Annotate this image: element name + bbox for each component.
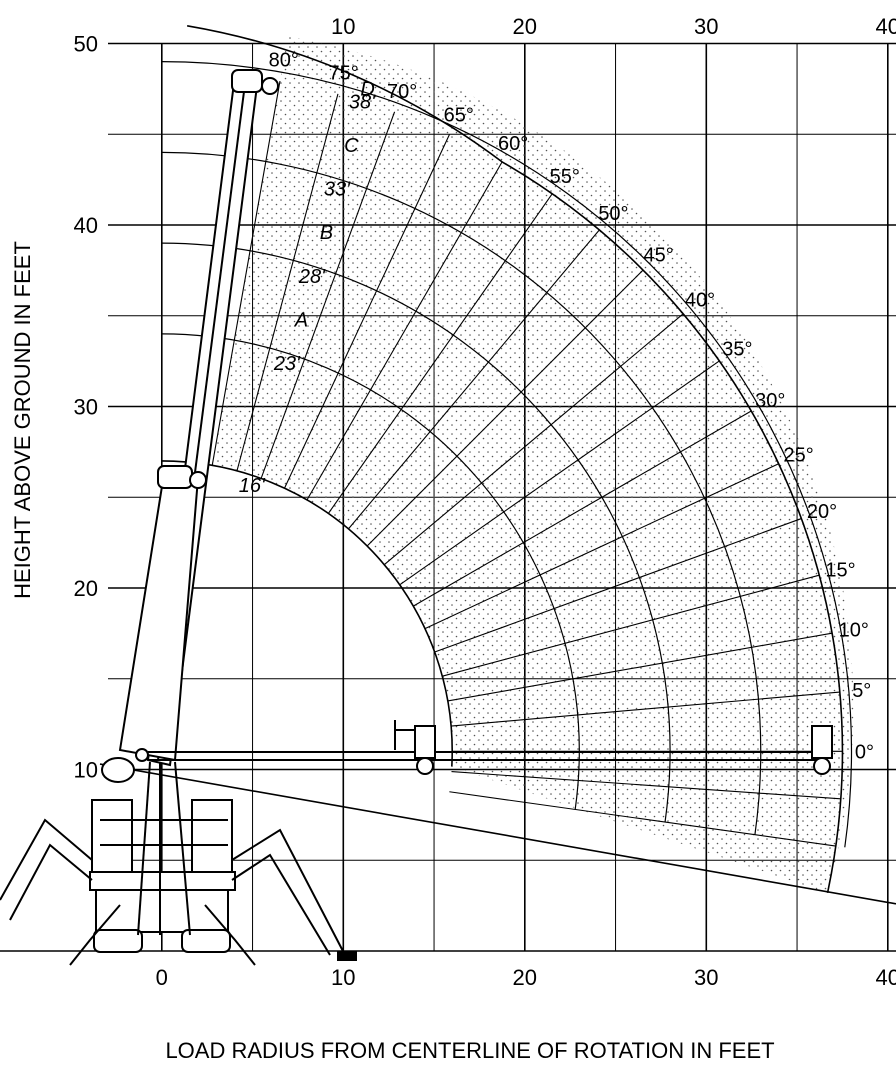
boom-length-label: 23' — [273, 353, 301, 375]
section-label: C — [344, 135, 359, 157]
angle-label: 80° — [269, 49, 299, 71]
track-right — [181, 929, 231, 953]
angle-label: 20° — [807, 501, 837, 523]
angle-ray — [260, 111, 396, 479]
length-arc — [161, 151, 762, 835]
angle-label: 60° — [498, 133, 528, 155]
length-arc — [161, 333, 580, 810]
y-tick-label: 40 — [74, 213, 98, 238]
boom-tip-far — [811, 725, 833, 759]
angle-label: 75° — [329, 63, 359, 85]
top-tick-label: 20 — [513, 14, 537, 39]
y-axis-title: HEIGHT ABOVE GROUND IN FEET — [10, 241, 35, 599]
section-label: D — [360, 78, 374, 100]
track-left — [93, 929, 143, 953]
boom-length-arcs — [161, 61, 853, 848]
outrigger-left-front — [69, 904, 121, 966]
length-arc — [161, 242, 671, 823]
angle-ray — [451, 691, 840, 727]
section-label: A — [294, 309, 308, 331]
outrigger-right — [231, 828, 346, 956]
length-arc — [161, 61, 853, 848]
boom-length-label: 28' — [298, 266, 326, 288]
angle-label: 5° — [852, 680, 871, 702]
outer-envelope — [187, 25, 844, 894]
angle-ray-negative — [449, 791, 836, 847]
crane-machine-drawing — [0, 69, 833, 966]
boom-length-label: 33' — [324, 179, 351, 201]
top-tick-label: 40 — [876, 14, 896, 39]
angle-ray — [442, 574, 820, 677]
top-tick-label: 30 — [694, 14, 718, 39]
angle-label: 55° — [550, 166, 580, 188]
angle-ray — [327, 193, 553, 514]
y-tick-label: 10 — [74, 758, 98, 783]
x-tick-label: 40 — [876, 965, 896, 990]
angle-ray — [413, 410, 752, 607]
angle-ray — [284, 134, 450, 489]
angle-ray — [366, 269, 644, 547]
working-range-area — [99, 25, 896, 905]
engine-housing-right — [191, 799, 233, 873]
angle-ray — [383, 313, 684, 566]
engine-housing-left — [91, 799, 133, 873]
jib-head-top — [231, 69, 263, 93]
angle-label: 25° — [783, 444, 813, 466]
boom-angle-labels: 0° 5° 10° 15° 20° 25° 30° 35° 40° 45° 50° 55° 60° 65°… — [269, 49, 874, 763]
carrier-lower — [95, 889, 229, 933]
inner-envelope — [161, 460, 453, 767]
jib-head-low — [157, 465, 193, 489]
angle-label: 30° — [755, 390, 785, 412]
angle-ray — [236, 93, 339, 471]
angle-ray-negative — [451, 771, 841, 800]
y-tick-label: 50 — [74, 32, 98, 57]
y-tick-label: 30 — [74, 395, 98, 420]
x-tick-label: 10 — [331, 965, 355, 990]
x-tick-label: 30 — [694, 965, 718, 990]
angle-label: 70° — [387, 81, 417, 103]
angle-ray — [447, 632, 833, 702]
lower-limit-line — [99, 763, 896, 905]
angle-label: 45° — [644, 245, 674, 267]
angle-ray — [306, 161, 503, 501]
axis-tick-labels: 0 10 20 30 40 10 20 30 40 10 20 30 40 50 — [74, 14, 896, 990]
x-axis-title: LOAD RADIUS FROM CENTERLINE OF ROTATION … — [165, 1038, 774, 1063]
angle-label: 0° — [855, 741, 874, 763]
angle-ray — [434, 518, 802, 653]
angle-label: 40° — [685, 290, 715, 312]
angle-label: 15° — [825, 559, 855, 581]
angle-label: 50° — [598, 203, 628, 225]
boom-retracted — [118, 476, 200, 762]
boom-length-labels: 16' 23' 28' 33' 38' — [239, 91, 376, 497]
x-tick-label: 20 — [513, 965, 537, 990]
working-range-fill — [212, 36, 854, 893]
y-tick-label: 20 — [74, 576, 98, 601]
top-tick-label: 10 — [331, 14, 355, 39]
angle-ray — [348, 229, 600, 530]
angle-label: 10° — [839, 619, 869, 641]
section-label: B — [320, 222, 333, 244]
outrigger-right-front — [204, 904, 256, 966]
boom-length-label: 38' — [349, 91, 376, 113]
angle-ray — [211, 80, 281, 466]
angle-ray — [399, 360, 720, 586]
x-tick-label: 0 — [156, 965, 168, 990]
boom-length-label: 16' — [239, 475, 266, 497]
angle-label: 35° — [722, 338, 752, 360]
outrigger-left — [0, 818, 93, 901]
angle-label: 65° — [444, 105, 474, 127]
angle-ray — [424, 463, 779, 630]
carrier-body — [89, 871, 236, 891]
boom-section-labels: A B C D — [294, 78, 375, 331]
boom-tip-near — [414, 725, 436, 759]
